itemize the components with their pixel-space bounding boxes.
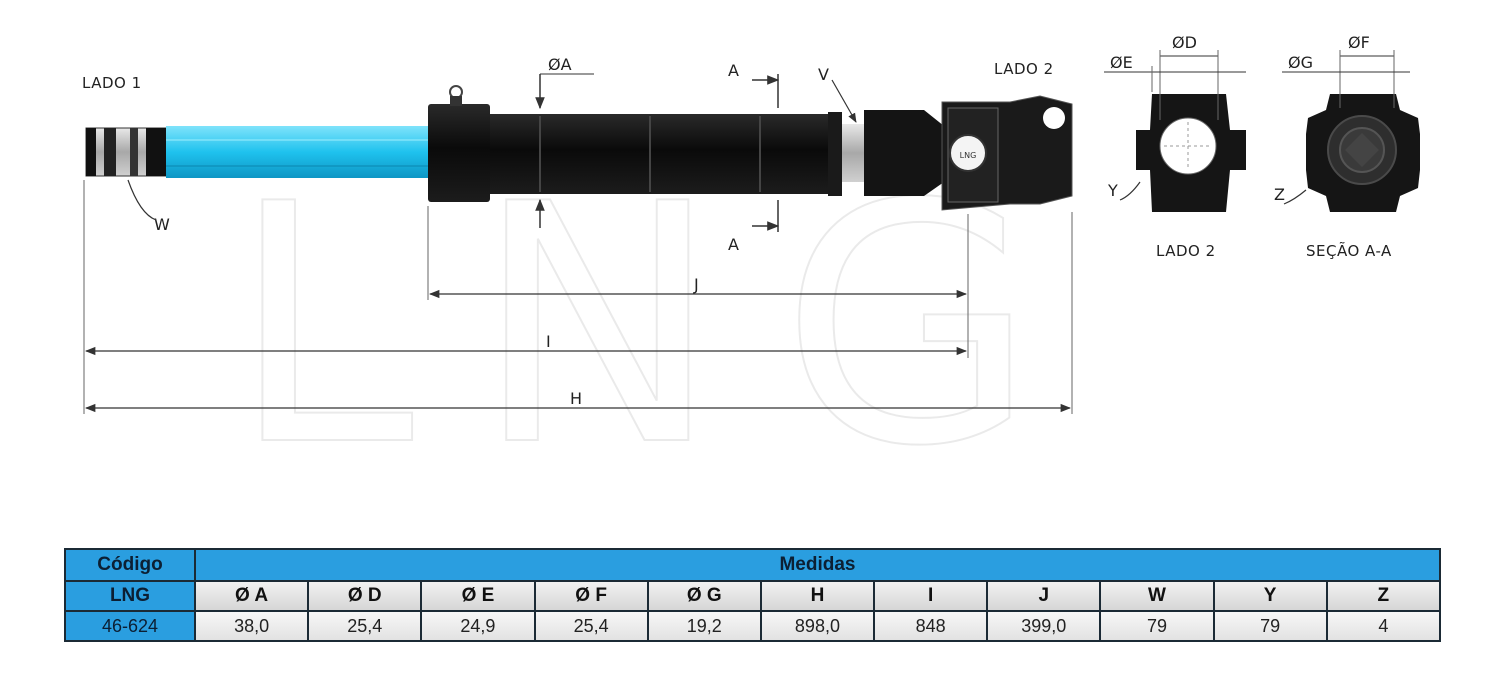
mark-y: Y <box>1107 181 1118 200</box>
dim-h-label: H <box>570 389 582 408</box>
technical-drawing: LNG LADO 1 LNG A A ØA <box>82 33 1420 519</box>
value-cell: 79 <box>1099 610 1215 642</box>
svg-text:LNG: LNG <box>960 151 977 160</box>
lado-1-spline-end <box>85 127 167 177</box>
column-header: Ø E <box>420 580 536 612</box>
universal-joint: LNG <box>864 95 1073 211</box>
lado-2-top-label: LADO 2 <box>994 60 1054 78</box>
dim-f-label: ØF <box>1348 33 1370 52</box>
dim-i-label: I <box>546 332 551 351</box>
section-a-bottom: A <box>728 235 739 254</box>
column-header: Ø D <box>307 580 423 612</box>
column-header: J <box>986 580 1102 612</box>
value-cell: 399,0 <box>986 610 1102 642</box>
dim-g-label: ØG <box>1288 53 1313 72</box>
value-cell: 25,4 <box>533 610 649 642</box>
header-lng: LNG <box>64 580 196 612</box>
cyan-shaft <box>166 126 428 178</box>
lado-1-label: LADO 1 <box>82 74 142 92</box>
value-cell: 19,2 <box>646 610 762 642</box>
value-cell: 4 <box>1325 610 1442 642</box>
dim-d-label: ØD <box>1172 33 1197 52</box>
value-cell: 24,9 <box>420 610 536 642</box>
dim-a-label: ØA <box>548 55 572 74</box>
column-header: Ø F <box>533 580 649 612</box>
column-header: H <box>759 580 876 612</box>
mark-w: W <box>154 215 170 234</box>
lado-2-end-view <box>1136 94 1246 212</box>
header-measures: Medidas <box>194 548 1441 582</box>
mark-z: Z <box>1274 185 1285 204</box>
value-cell: 898,0 <box>759 610 876 642</box>
header-code: Código <box>64 548 196 582</box>
value-cell: 25,4 <box>307 610 423 642</box>
dim-e-label: ØE <box>1110 53 1133 72</box>
column-header: Y <box>1212 580 1328 612</box>
code-cell: 46-624 <box>64 610 196 642</box>
watermark: LNG <box>230 134 1096 518</box>
column-header: Z <box>1325 580 1442 612</box>
value-cell: 79 <box>1212 610 1328 642</box>
lado-2-view-label: LADO 2 <box>1156 242 1216 260</box>
value-cell: 38,0 <box>193 610 310 642</box>
mark-v: V <box>818 65 829 84</box>
value-cell: 848 <box>873 610 989 642</box>
section-a-a-label: SEÇÃO A-A <box>1306 241 1392 260</box>
telescopic-body <box>428 85 864 202</box>
column-header: Ø A <box>193 580 310 612</box>
column-header: Ø G <box>646 580 762 612</box>
column-header: W <box>1099 580 1215 612</box>
dim-j-label: J <box>693 275 699 294</box>
section-a-top: A <box>728 61 739 80</box>
section-a-a-view <box>1306 94 1420 212</box>
column-header: I <box>873 580 989 612</box>
